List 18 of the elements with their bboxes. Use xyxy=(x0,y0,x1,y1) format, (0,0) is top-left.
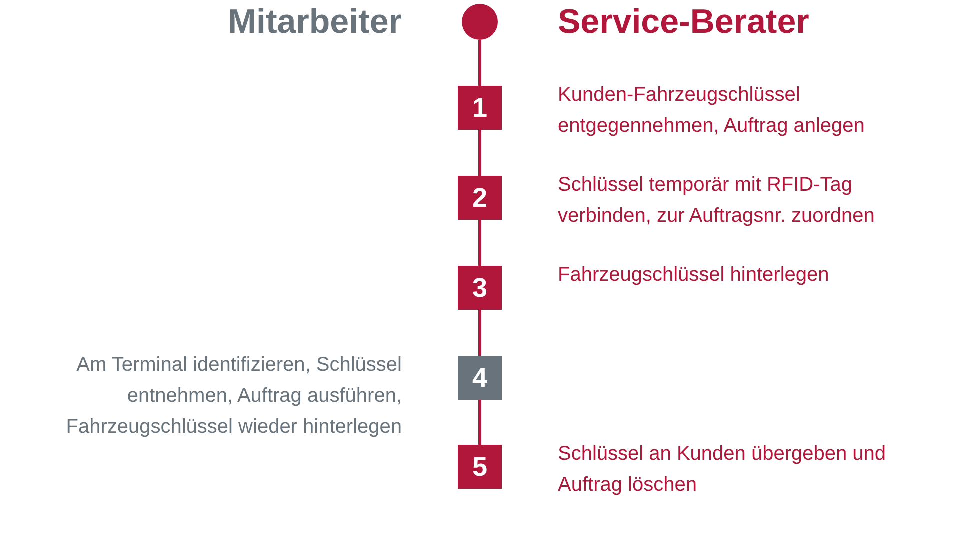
step-number-box: 5 xyxy=(458,445,502,489)
step-description: Schlüssel an Kunden übergeben und Auftrag löschen xyxy=(558,442,888,498)
step-number-box: 2 xyxy=(458,176,502,220)
timeline-start-dot xyxy=(462,4,498,40)
timeline-line xyxy=(478,40,482,86)
timeline-line xyxy=(478,400,482,445)
timeline-line xyxy=(478,220,482,266)
step-description: Schlüssel temporär mit RFID-Tag verbinden, zur Auftragsnr. zuordnen xyxy=(558,173,876,229)
step-description: Fahrzeugschlüssel hinterlegen xyxy=(558,263,830,288)
step-number-box: 1 xyxy=(458,86,502,130)
timeline-line xyxy=(478,310,482,356)
column-heading: Mitarbeiter xyxy=(228,2,402,42)
step-number-box: 3 xyxy=(458,266,502,310)
step-description: Kunden-Fahrzeugschlüssel entgegennehmen, Auftrag anlegen xyxy=(558,83,866,139)
step-number-box: 4 xyxy=(458,356,502,400)
column-heading: Service-Berater xyxy=(558,2,810,42)
step-description: Am Terminal identifizieren, Schlüssel entnehmen, Auftrag ausführen, Fahrzeugschlüssel wieder hinterlegen xyxy=(65,353,402,440)
timeline-line xyxy=(478,130,482,176)
